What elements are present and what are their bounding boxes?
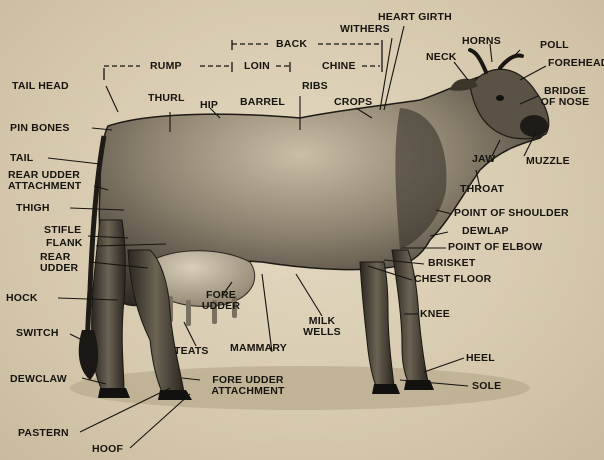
label-milk-wells-line2: WELLS [300,327,344,338]
label-barrel: BARREL [240,97,285,108]
label-flank: FLANK [46,238,83,249]
hoof-hind [98,388,130,398]
label-chine: CHINE [322,61,356,72]
label-horns: HORNS [462,36,501,47]
label-dewlap: DEWLAP [462,226,509,237]
label-heel: HEEL [466,353,495,364]
label-chest-floor: CHEST FLOOR [414,274,491,285]
label-rear-udder-line2: UDDER [40,263,78,274]
eye [496,95,504,101]
label-pin-bones: PIN BONES [10,123,70,134]
label-stifle: STIFLE [44,225,81,236]
hoof-fore [372,384,400,394]
label-poll: POLL [540,40,569,51]
label-heart-girth: HEART GIRTH [378,12,452,23]
horn-left [470,50,486,72]
label-jaw: JAW [472,154,495,165]
label-hoof: HOOF [92,444,123,455]
label-rear-udder-attachment: REAR UDDER ATTACHMENT [8,170,81,192]
label-milk-wells: MILK WELLS [300,316,344,338]
muzzle-shape [520,115,548,137]
label-fore-udder-line2: UDDER [196,301,246,312]
label-point-of-shoulder: POINT OF SHOULDER [454,208,569,219]
label-neck: NECK [426,52,457,63]
label-switch: SWITCH [16,328,59,339]
label-forehead: FOREHEAD [548,58,604,69]
label-fore-udder: FORE UDDER [196,290,246,312]
label-rear-udder: REAR UDDER [40,252,78,274]
label-dewclaw: DEWCLAW [10,374,67,385]
label-crops: CROPS [334,97,372,108]
label-mammary: MAMMARY [230,343,287,354]
label-sole: SOLE [472,381,501,392]
label-tail: TAIL [10,153,33,164]
label-hip: HIP [200,100,218,111]
label-withers: WITHERS [340,24,390,35]
label-knee: KNEE [420,309,450,320]
label-bridge-of-nose: BRIDGE OF NOSE [536,86,594,108]
label-ribs: RIBS [302,81,328,92]
label-tail-head: TAIL HEAD [12,81,69,92]
teat-2 [186,300,191,326]
label-teats: TEATS [174,346,209,357]
label-thurl: THURL [148,93,185,104]
label-bridge-of-nose-line2: OF NOSE [536,97,594,108]
label-muzzle: MUZZLE [526,156,570,167]
label-fore-udder-attachment-line2: ATTACHMENT [196,386,300,397]
label-pastern: PASTERN [18,428,69,439]
label-thigh: THIGH [16,203,50,214]
label-loin: LOIN [244,61,270,72]
label-throat: THROAT [460,184,504,195]
label-point-of-elbow: POINT OF ELBOW [448,242,542,253]
label-fore-udder-attachment: FORE UDDER ATTACHMENT [196,375,300,397]
label-back: BACK [276,39,307,50]
label-rump: RUMP [150,61,182,72]
label-hock: HOCK [6,293,38,304]
horn-right [500,56,522,69]
label-rear-udder-attachment-line2: ATTACHMENT [8,181,81,192]
label-brisket: BRISKET [428,258,476,269]
